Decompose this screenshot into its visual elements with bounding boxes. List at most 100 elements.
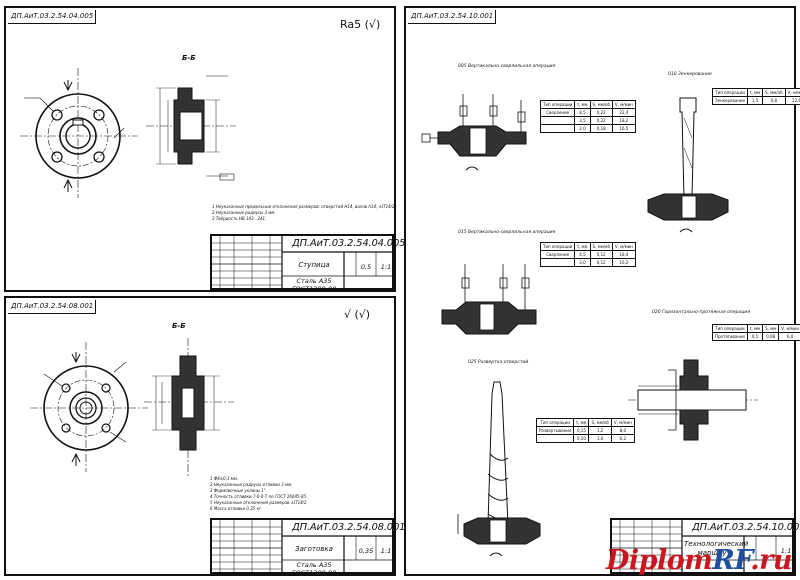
material-standard: ГОСТ1388-88 bbox=[291, 285, 337, 293]
table-cell: 0,12 bbox=[589, 250, 613, 259]
operation-title: 010 Зенкерование bbox=[668, 72, 712, 77]
scale-value: 1:1 bbox=[780, 547, 792, 555]
table-header-cell: Тип операции bbox=[539, 100, 576, 109]
operation-015-sketch bbox=[441, 264, 537, 335]
table-cell: 12,6 bbox=[784, 96, 800, 105]
sheet-code-tab: ДП.АиТ.03.2.54.04.005 bbox=[8, 10, 96, 24]
table-cell: 1,2 bbox=[588, 426, 612, 435]
note-line: 2 Неуказанные радиусы отливки 3 мм. bbox=[210, 482, 293, 487]
scale-value: 1:1 bbox=[380, 263, 392, 271]
table-header-cell: Тип операции bbox=[712, 324, 748, 333]
mass-value: 0,5 bbox=[360, 263, 372, 271]
table-cell: 0,8 bbox=[762, 96, 786, 105]
table-cell: 1,5 bbox=[746, 96, 764, 105]
table-header-cell: V, м/мин bbox=[784, 88, 800, 97]
technical-notes: 1 Неуказанные предельные отклонения разм… bbox=[212, 204, 396, 222]
mass-value: 0,35 bbox=[358, 547, 374, 555]
note-line: 1 Неуказанные предельные отклонения разм… bbox=[212, 204, 396, 209]
table-header-cell: S, мм/об bbox=[589, 100, 613, 109]
drawing-sheet-route: ДП.АиТ.03.2.54.10.001 005 Вертикально-св… bbox=[404, 6, 800, 576]
part-name: Заготовка bbox=[295, 545, 333, 553]
table-cell: Сверление bbox=[539, 250, 576, 259]
note-line: 3 Твёрдость НВ 143...241. bbox=[212, 216, 267, 221]
operation-025-sketch bbox=[457, 381, 541, 557]
table-header-cell: Тип операции bbox=[712, 88, 748, 97]
roughness-symbol: Ra5 (√) bbox=[340, 18, 381, 31]
table-header-cell: Тип операции bbox=[539, 242, 576, 251]
operation-020-sketch bbox=[628, 359, 758, 441]
table-header-cell: t, мм bbox=[574, 100, 591, 109]
material-grade: Сталь А35 bbox=[296, 277, 332, 285]
part-name: Ступица bbox=[298, 261, 330, 269]
table-cell: Сверление bbox=[539, 108, 576, 117]
note-line: 3 Формовочные уклоны 1°. bbox=[210, 488, 268, 493]
table-cell: 16,2 bbox=[611, 258, 636, 267]
table-header-cell: t, мм bbox=[746, 324, 764, 333]
document-number: ДП.АиТ.03.2.54.08.001 bbox=[292, 522, 406, 533]
watermark-part: RF bbox=[712, 545, 751, 576]
table-cell: 8,0 bbox=[610, 426, 635, 435]
note-line: 5 Неуказанные отклонения размеров ±IT14/… bbox=[210, 500, 308, 505]
table-cell: Протягивание bbox=[712, 332, 748, 341]
table-cell: 8,5 bbox=[574, 108, 591, 117]
sheet-code-tab: ДП.АиТ.03.2.54.08.001 bbox=[8, 300, 96, 314]
sheet-code-tab: ДП.АиТ.03.2.54.10.001 bbox=[408, 10, 496, 24]
table-cell bbox=[539, 124, 576, 133]
watermark-part: Diplom bbox=[605, 545, 713, 576]
watermark-logo: DiplomRF.ru bbox=[605, 545, 793, 576]
note-line: 2 Неуказанные радиусы 3 мм. bbox=[212, 210, 276, 215]
table-cell: 0,18 bbox=[589, 124, 613, 133]
material-standard: ГОСТ1388-88 bbox=[291, 569, 337, 577]
table-cell: 0,10 bbox=[573, 434, 590, 443]
table-header-cell: t, мм bbox=[573, 418, 590, 427]
table-cell: 6,2 bbox=[610, 434, 635, 443]
note-line: 6 Масса отливки 0,35 кг. bbox=[210, 506, 263, 511]
roughness-symbol: √ (√) bbox=[344, 308, 371, 321]
note-line: 4 Точность отливки 7-0-0-7 по ГОСТ 26645… bbox=[210, 494, 308, 499]
table-cell: Развертывание bbox=[535, 426, 575, 435]
table-cell: 3,0 bbox=[574, 258, 591, 267]
operation-title: 025 Развертка отверстий bbox=[468, 360, 529, 365]
watermark-part: .ru bbox=[750, 545, 792, 576]
table-header-cell: V, м/мин bbox=[610, 418, 635, 427]
section-title: Б-Б bbox=[172, 322, 186, 330]
table-header-cell: S, мм/об bbox=[589, 242, 613, 251]
title-block-grid bbox=[612, 520, 796, 576]
table-cell: 6,0 bbox=[778, 332, 800, 341]
table-cell: Зенкерование bbox=[712, 96, 748, 105]
title-block: ДП.АиТ.03.2.54.08.001 Заготовка 0,35 1:1… bbox=[210, 518, 405, 577]
hub-front-view bbox=[20, 68, 138, 198]
table-header-cell: t, мм bbox=[746, 88, 764, 97]
document-number: ДП.АиТ.03.2.54.10.001 bbox=[692, 522, 800, 533]
table-header-cell: S, мм/об bbox=[762, 88, 786, 97]
note-line: 1 Ф4±0,1 мм. bbox=[210, 476, 239, 481]
table-cell bbox=[535, 434, 575, 443]
table-cell: 18,4 bbox=[611, 250, 636, 259]
title-block: ДП.АиТ.03.2.54.10.001 Технологический ма… bbox=[610, 518, 800, 576]
drawing-sheet-hub: ДП.АиТ.03.2.54.04.005 Ra5 (√) Б-Б bbox=[4, 6, 405, 293]
technical-notes: 1 Ф4±0,1 мм. 2 Неуказанные радиусы отлив… bbox=[210, 476, 308, 512]
part-name: Технологический маршрут bbox=[684, 540, 749, 558]
blank-section-view bbox=[144, 338, 234, 478]
blank-front-view bbox=[30, 342, 148, 472]
table-cell: 0,08 bbox=[762, 332, 780, 341]
table-cell bbox=[539, 258, 576, 267]
table-header-cell: S, мм/об bbox=[588, 418, 612, 427]
table-cell: 1,0 bbox=[588, 434, 612, 443]
part-name-line: Технологический bbox=[684, 540, 749, 548]
operation-title: 015 Вертикально-сверлильная операция bbox=[458, 230, 556, 235]
table-cell: 0,22 bbox=[589, 108, 613, 117]
table-header-cell: t, мм bbox=[574, 242, 591, 251]
table-header-cell: V, м/мин bbox=[611, 242, 636, 251]
part-name-line: маршрут bbox=[697, 549, 731, 557]
table-cell: 4,5 bbox=[574, 250, 591, 259]
hub-section-view bbox=[146, 75, 236, 181]
title-block: ДП.АиТ.03.2.54.04.005 Ступица 0,5 1:1 Ст… bbox=[210, 234, 405, 293]
table-cell: 0,12 bbox=[589, 258, 613, 267]
material-spec: Сталь А35 ГОСТ1388-88 bbox=[284, 277, 344, 293]
table-cell: 3,5 bbox=[574, 116, 591, 125]
